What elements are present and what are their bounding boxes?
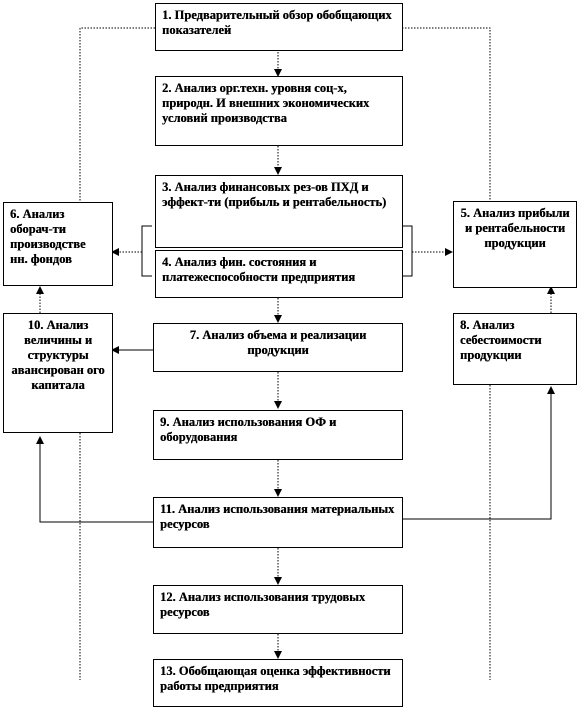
connector-top-right bbox=[402, 27, 491, 200]
block-5-text: 5. Анализ прибыли и рентабельности проду… bbox=[460, 206, 570, 250]
block-5: 5. Анализ прибыли и рентабельности проду… bbox=[453, 201, 577, 288]
block-7-text: 7. Анализ объема и реализации продукции bbox=[189, 328, 367, 357]
block-6-text: 6. Анализ оборач-ти производстве нн. фон… bbox=[10, 207, 86, 266]
block-10: 10. Анализ величины и структуры авансиро… bbox=[3, 313, 113, 433]
block-8: 8. Анализ себестоимости продукции bbox=[453, 313, 577, 385]
block-2: 2. Анализ орг.техн. уровня соц-х, природ… bbox=[155, 76, 403, 146]
block-12: 12. Анализ использования трудовых ресурс… bbox=[153, 585, 403, 634]
block-1-text: 1. Предварительный обзор обобщающих пока… bbox=[162, 8, 392, 37]
bracket-left bbox=[141, 225, 152, 277]
arrow-11-10 bbox=[36, 436, 153, 523]
arrow-11-8 bbox=[402, 386, 555, 520]
block-9-text: 9. Анализ использования ОФ и оборудовани… bbox=[160, 415, 337, 444]
block-7: 7. Анализ объема и реализации продукции bbox=[153, 323, 403, 372]
block-8-text: 8. Анализ себестоимости продукции bbox=[460, 318, 542, 362]
block-11-text: 11. Анализ использования материальных ре… bbox=[160, 502, 395, 531]
block-9: 9. Анализ использования ОФ и оборудовани… bbox=[153, 410, 403, 460]
block-6: 6. Анализ оборач-ти производстве нн. фон… bbox=[3, 202, 113, 286]
block-4: 4. Анализ фин. состояния и платежеспособ… bbox=[155, 250, 403, 298]
block-2-text: 2. Анализ орг.техн. уровня соц-х, природ… bbox=[162, 81, 370, 125]
block-12-text: 12. Анализ использования трудовых ресурс… bbox=[160, 590, 366, 619]
bracket-right bbox=[402, 225, 413, 277]
connector-top-left bbox=[79, 27, 155, 205]
block-4-text: 4. Анализ фин. состояния и платежеспособ… bbox=[162, 255, 356, 284]
block-11: 11. Анализ использования материальных ре… bbox=[153, 497, 403, 548]
block-10-text: 10. Анализ величины и структуры авансиро… bbox=[11, 318, 105, 392]
block-3-text: 3. Анализ финансовых рез-ов ПХД и эффект… bbox=[162, 180, 387, 209]
block-1: 1. Предварительный обзор обобщающих пока… bbox=[155, 3, 403, 51]
block-13-text: 13. Обобщающая оценка эффективности рабо… bbox=[160, 664, 391, 693]
block-3: 3. Анализ финансовых рез-ов ПХД и эффект… bbox=[155, 175, 403, 248]
block-13: 13. Обобщающая оценка эффективности рабо… bbox=[153, 659, 403, 707]
